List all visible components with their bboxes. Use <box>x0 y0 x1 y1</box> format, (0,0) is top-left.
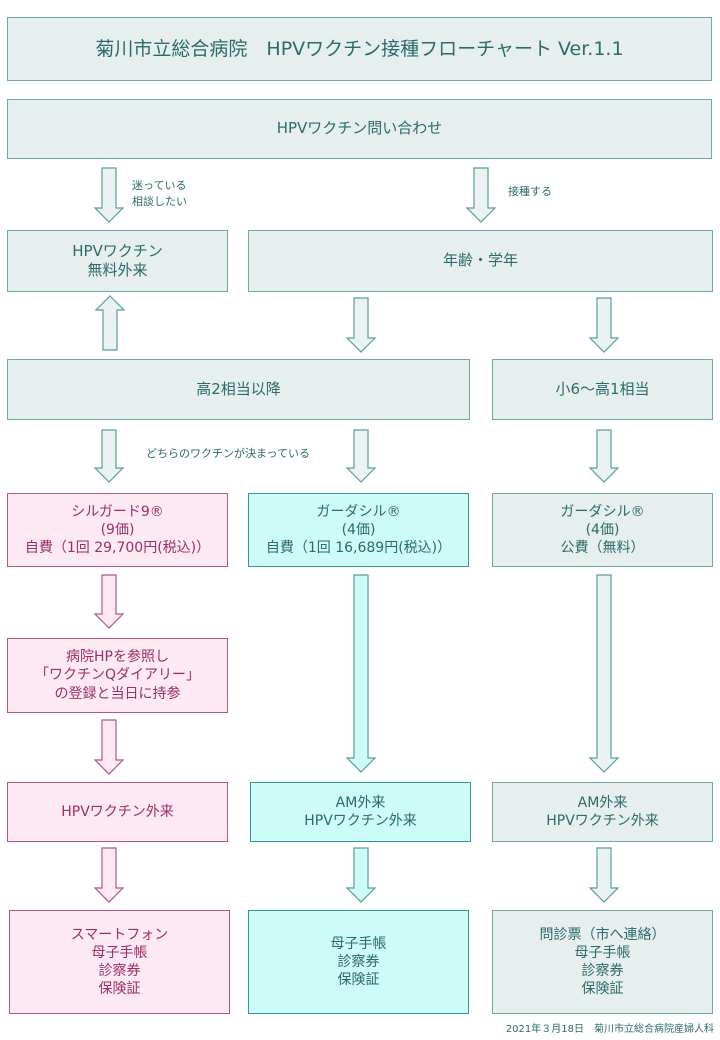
arrow-down <box>345 429 377 483</box>
arrow-down <box>93 167 125 223</box>
note-decided: どちらのワクチンが決まっている <box>146 447 311 460</box>
gardasil-public-line: ガーダシル® <box>560 503 645 520</box>
am-clinic-gray-box: AM外来 HPVワクチン外来 <box>492 782 713 842</box>
gardasil-self-line: (4価) <box>341 521 376 538</box>
page-title-text: 菊川市立総合病院 HPVワクチン接種フローチャート Ver.1.1 <box>95 37 624 60</box>
arrow-down <box>588 297 620 353</box>
gardasil-self-line: 自費（1回 16,689円(税込)） <box>265 540 452 557</box>
arrow-down <box>93 574 125 629</box>
bring-items-gray-box: 問診票（市へ連絡） 母子手帳 診察券 保険証 <box>492 910 713 1014</box>
gardasil-self-box: ガーダシル® (4価) 自費（1回 16,689円(税込)） <box>248 493 469 567</box>
bring-item: 診察券 <box>337 953 380 970</box>
arrow-down <box>93 847 125 903</box>
inquiry-box: HPVワクチン問い合わせ <box>7 99 712 159</box>
gardasil-self-line: ガーダシル® <box>316 503 401 520</box>
hp-reference-line: 「ワクチンQダイアリー」 <box>34 667 201 684</box>
bring-item: 母子手帳 <box>91 944 148 961</box>
bring-item: 保険証 <box>98 981 141 998</box>
free-clinic-line: 無料外来 <box>87 261 148 279</box>
bring-item: 母子手帳 <box>330 935 387 952</box>
arrow-down <box>345 574 377 773</box>
high2-box: 高2相当以降 <box>7 359 470 420</box>
arrow-down <box>588 574 620 773</box>
bring-item: スマートフォン <box>70 926 169 943</box>
silgard-line: (9価) <box>100 521 135 538</box>
am-clinic-line: AM外来 <box>577 794 628 811</box>
arrow-down <box>588 429 620 483</box>
free-clinic-line: HPVワクチン <box>72 241 163 260</box>
age-grade-label: 年齢・学年 <box>442 251 518 270</box>
hpv-clinic-label: HPVワクチン外来 <box>61 803 174 820</box>
bring-item: 診察券 <box>581 963 624 979</box>
gardasil-public-line: 公費（無料） <box>560 540 645 557</box>
am-clinic-line: HPVワクチン外来 <box>304 813 417 829</box>
hpv-clinic-box: HPVワクチン外来 <box>7 782 228 842</box>
footer-date: 2021年３月18日 菊川市立総合病院産婦人科 <box>505 1024 714 1035</box>
gardasil-public-box: ガーダシル® (4価) 公費（無料） <box>492 493 713 567</box>
silgard-box: シルガード9® (9価) 自費（1回 29,700円(税込)） <box>7 493 228 567</box>
silgard-line: シルガード9® <box>71 503 164 520</box>
page-title: 菊川市立総合病院 HPVワクチン接種フローチャート Ver.1.1 <box>7 17 712 81</box>
hp-reference-box: 病院HPを参照し 「ワクチンQダイアリー」 の登録と当日に持参 <box>7 638 228 713</box>
am-clinic-line: HPVワクチン外来 <box>546 813 659 829</box>
arrow-down <box>588 847 620 903</box>
bring-item: 保険証 <box>581 981 624 998</box>
bring-item: 保険証 <box>337 972 380 989</box>
high2-label: 高2相当以降 <box>196 379 281 398</box>
hp-reference-line: 病院HPを参照し <box>66 649 169 666</box>
age-grade-box: 年齢・学年 <box>248 230 713 292</box>
bring-item: 問診票（市へ連絡） <box>539 926 666 943</box>
arrow-down <box>93 429 125 483</box>
silgard-line: 自費（1回 29,700円(税込)） <box>24 540 211 557</box>
hp-reference-line: の登録と当日に持参 <box>54 685 181 702</box>
bring-items-pink-box: スマートフォン 母子手帳 診察券 保険証 <box>9 910 230 1014</box>
arrow-down <box>345 847 377 903</box>
arrow-down <box>345 297 377 353</box>
bring-item: 診察券 <box>98 963 141 979</box>
note-vaccinate: 接種する <box>508 185 552 198</box>
bring-item: 母子手帳 <box>574 944 631 961</box>
bring-items-cyan-box: 母子手帳 診察券 保険証 <box>248 910 469 1014</box>
note-hesitate: 迷っている 相談したい <box>132 179 187 208</box>
arrow-down <box>93 719 125 775</box>
am-clinic-cyan-box: AM外来 HPVワクチン外来 <box>250 782 471 842</box>
grade6-box: 小6〜高1相当 <box>492 359 713 420</box>
inquiry-label: HPVワクチン問い合わせ <box>276 119 443 138</box>
free-clinic-box: HPVワクチン 無料外来 <box>7 230 228 292</box>
gardasil-public-line: (4価) <box>585 521 620 538</box>
arrow-down <box>465 167 497 223</box>
am-clinic-line: AM外来 <box>335 794 386 811</box>
grade6-label: 小6〜高1相当 <box>555 379 650 398</box>
arrow-up <box>94 295 126 351</box>
